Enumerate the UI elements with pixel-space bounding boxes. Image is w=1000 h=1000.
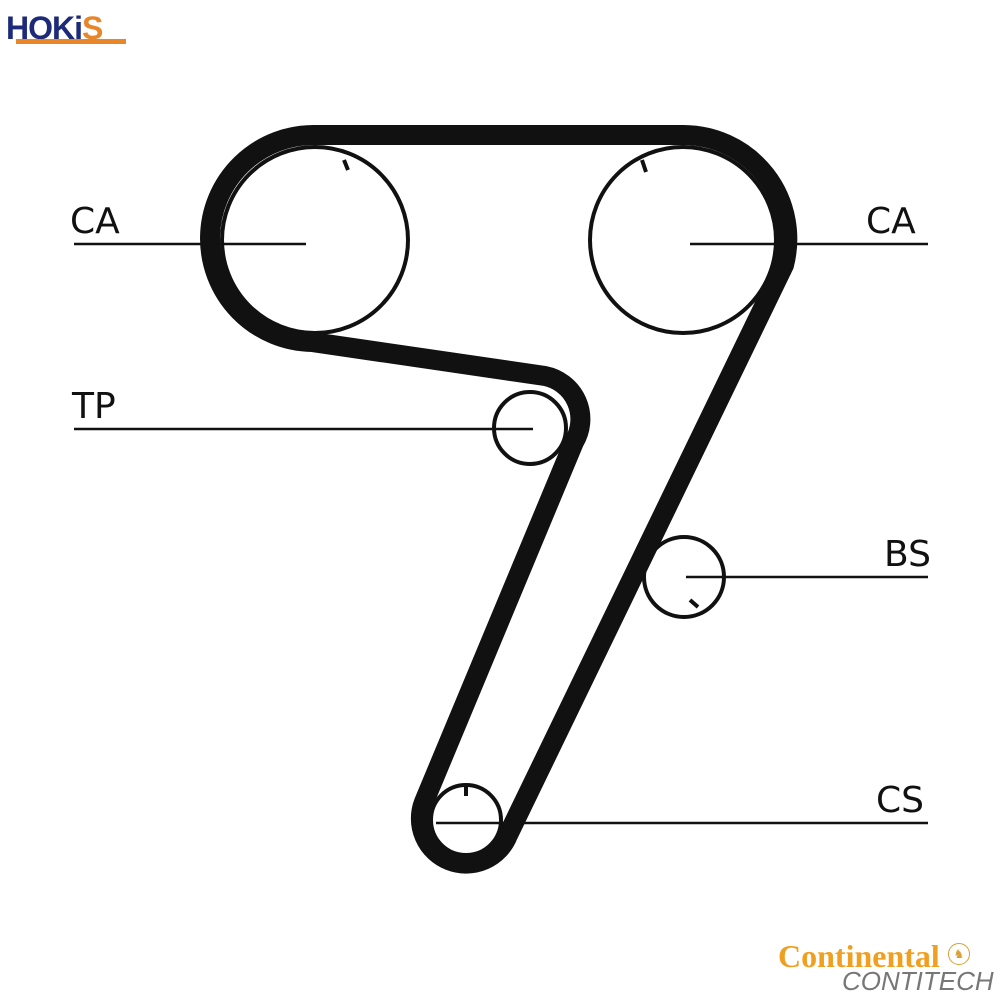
timing-mark-ca-right (640, 159, 648, 173)
timing-mark-bs (688, 598, 700, 609)
label-tp: TP (71, 386, 116, 427)
label-ca-left: CA (70, 201, 120, 242)
timing-mark-ca-left (342, 159, 350, 171)
contitech-logo: CONTITECH (842, 966, 994, 996)
timing-belt (200, 124, 798, 874)
hokis-logo-underline (16, 39, 126, 44)
continental-horse-emblem-icon: ♞ (948, 943, 970, 965)
continental-logo: Continental (778, 938, 940, 974)
pulley-ca-left (220, 145, 410, 335)
label-bs: BS (884, 534, 931, 575)
label-ca-right: CA (866, 201, 916, 242)
pulley-ca-right (588, 145, 778, 335)
label-cs: CS (876, 780, 924, 821)
